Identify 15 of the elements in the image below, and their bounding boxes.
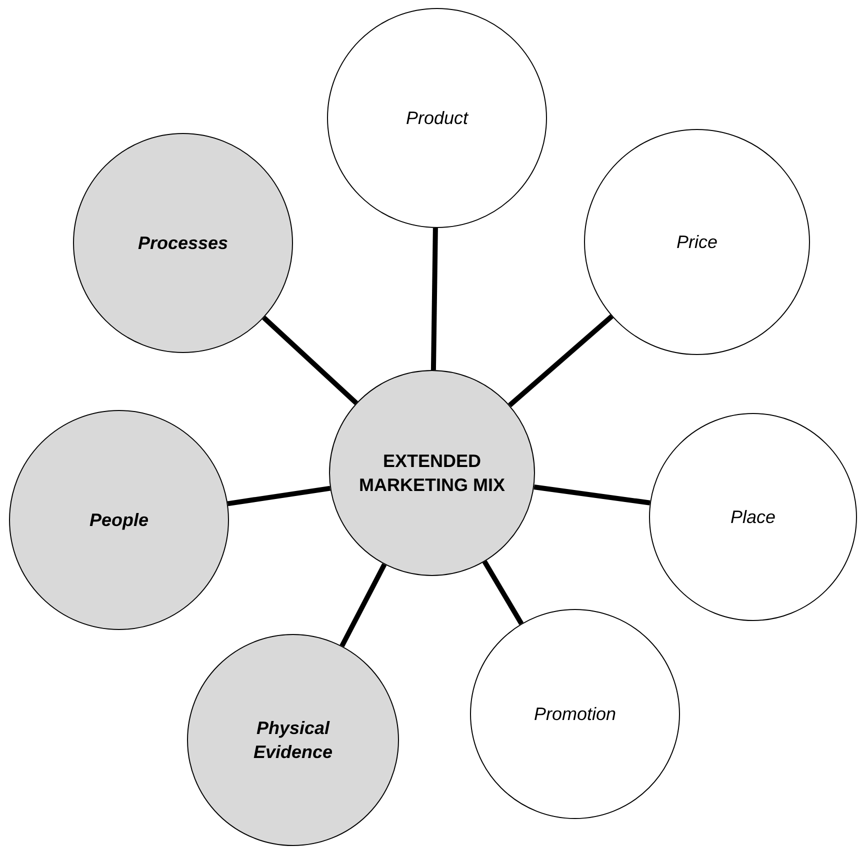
node-label: Place <box>729 506 777 529</box>
connector-line <box>340 563 387 648</box>
node-label: People <box>88 508 150 532</box>
connector-line <box>534 484 650 506</box>
node-label: Physical Evidence <box>252 716 334 764</box>
connector-line <box>227 486 331 506</box>
connector-line <box>262 316 358 405</box>
node-label: Price <box>675 230 718 254</box>
connector-line <box>482 560 524 625</box>
node-label: Processes <box>136 232 230 255</box>
node-label: Product <box>404 106 470 130</box>
node-label: Promotion <box>532 702 618 726</box>
node-label: EXTENDED MARKETING MIX <box>358 450 506 497</box>
connector-line <box>508 314 614 408</box>
connector-line <box>430 228 438 370</box>
